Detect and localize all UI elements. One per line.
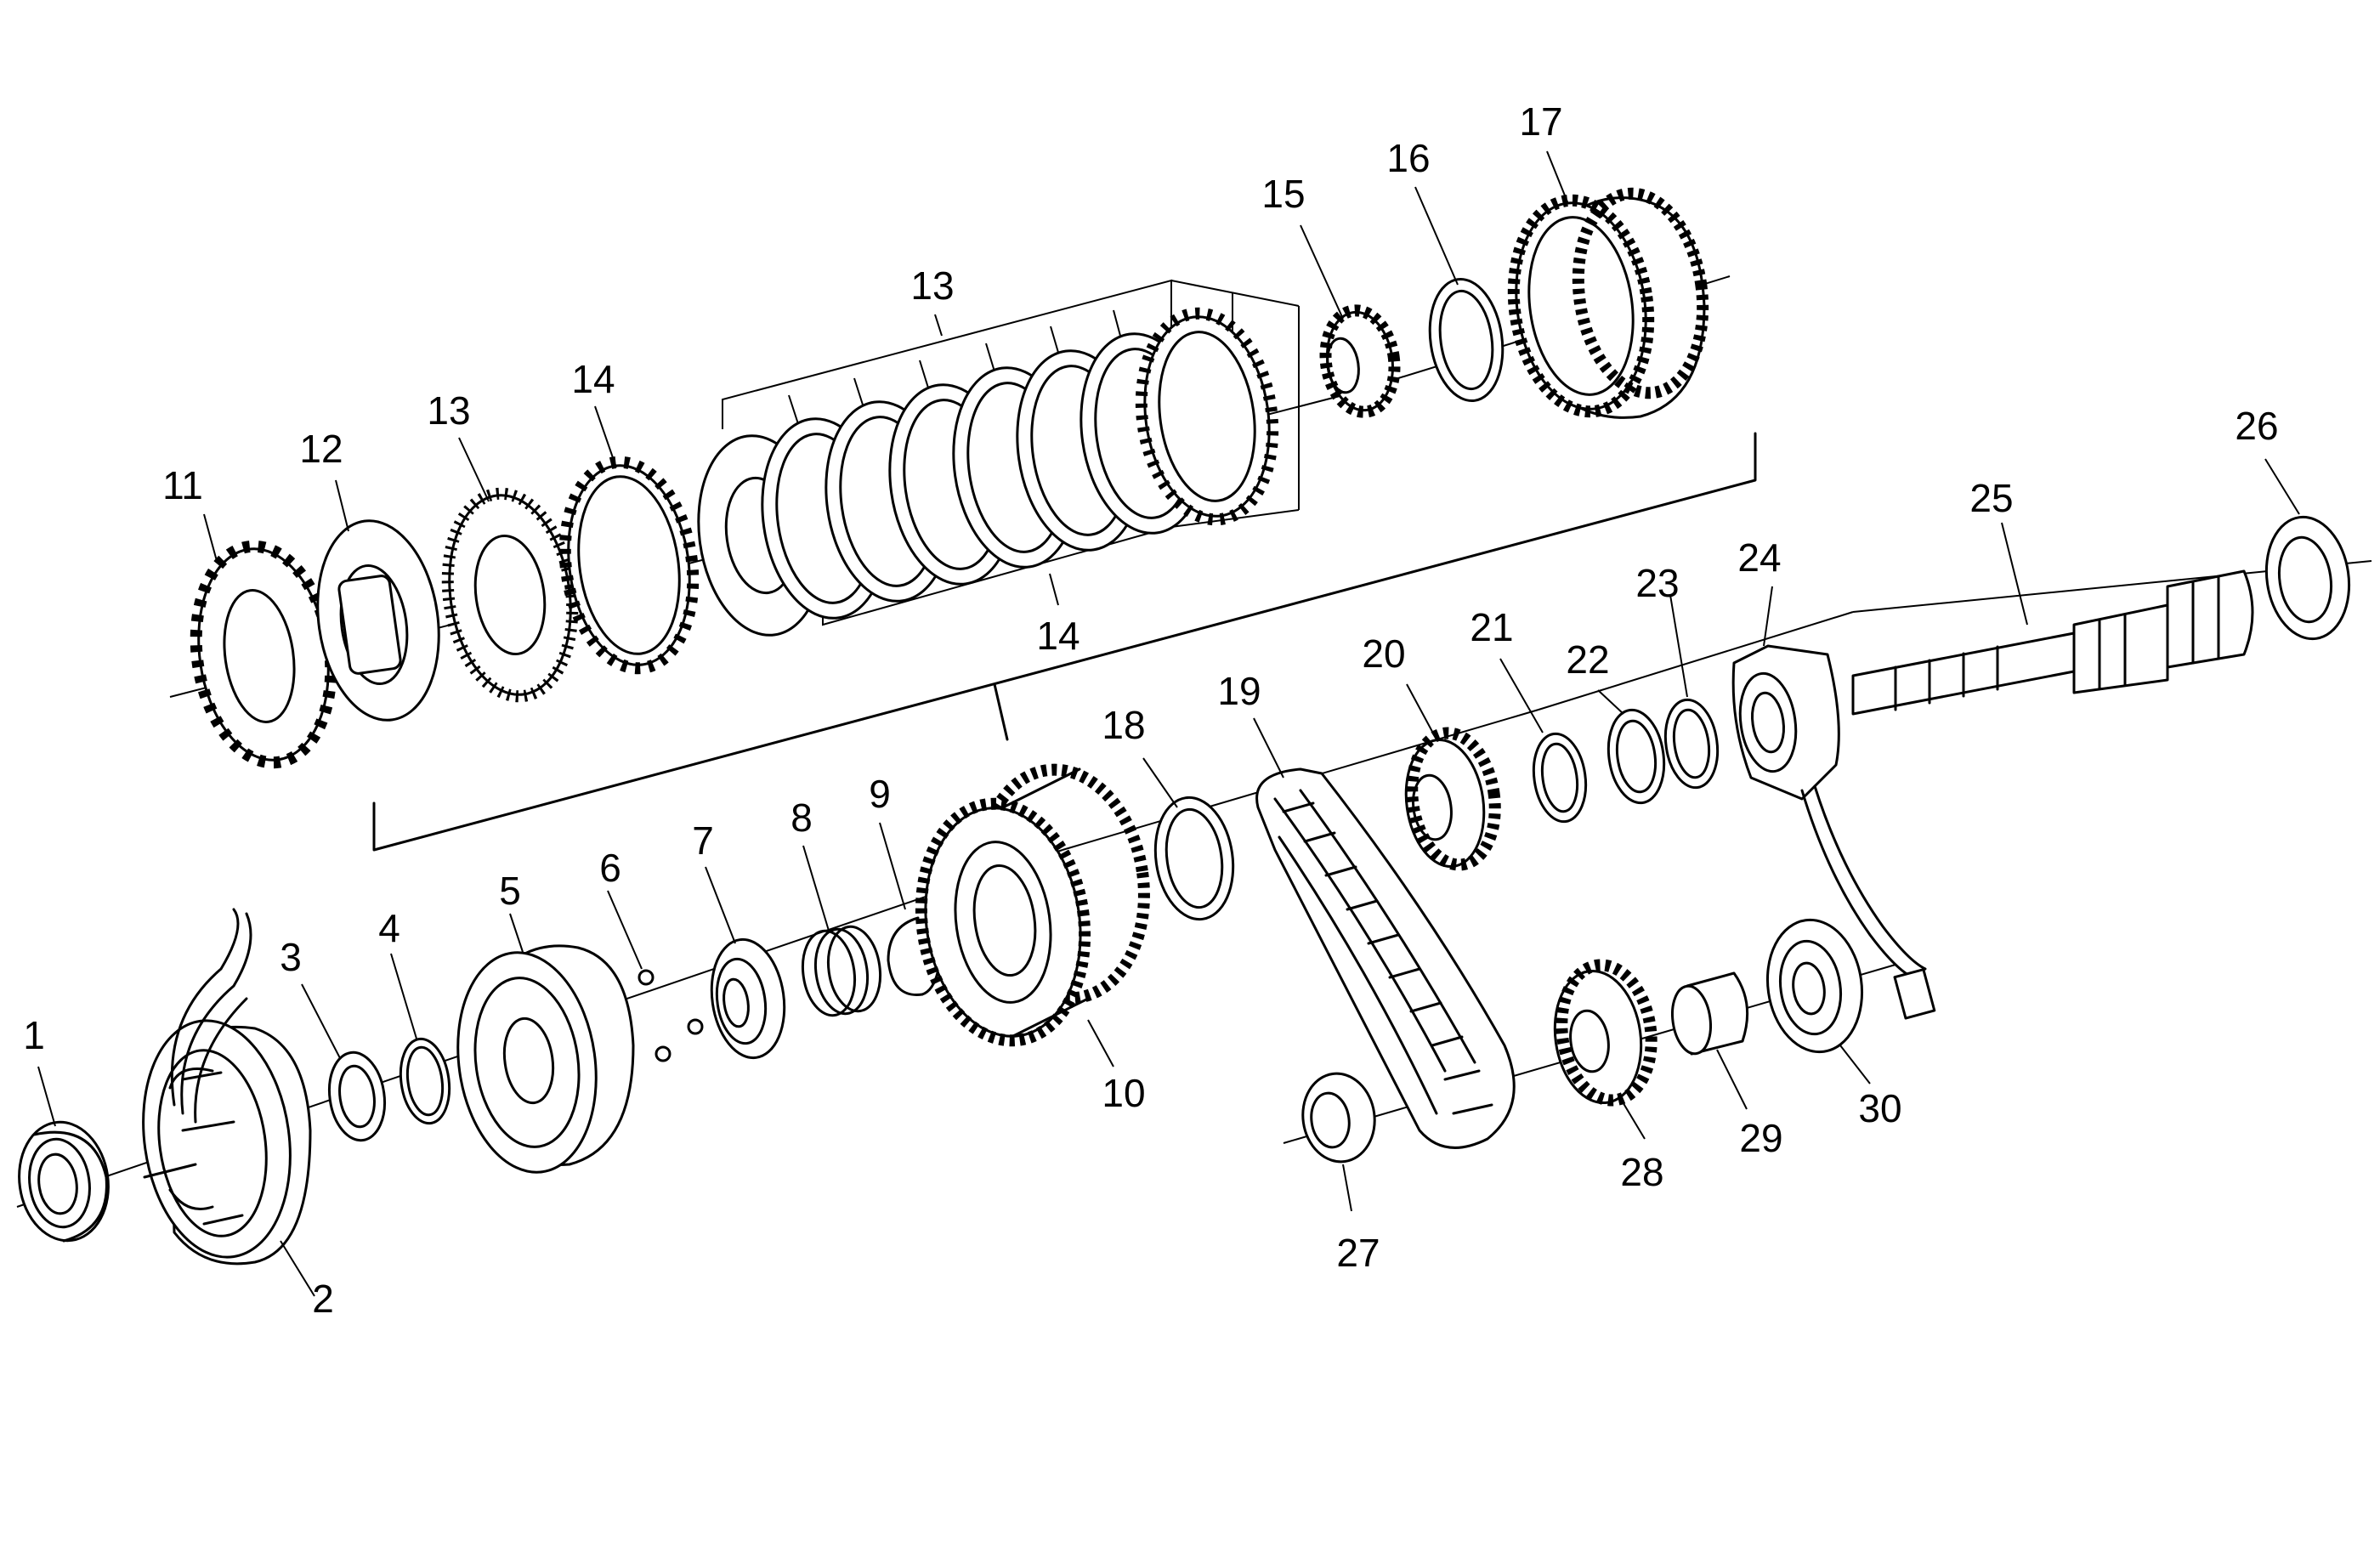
- callout-10: 10: [1102, 1071, 1145, 1115]
- callout-6: 6: [599, 846, 621, 890]
- part-10-sprocket: [915, 763, 1150, 1047]
- part-1-seal: [18, 1120, 110, 1243]
- callout-7: 7: [692, 818, 714, 863]
- callout-17: 17: [1519, 99, 1562, 144]
- callout-14-left: 14: [571, 357, 615, 401]
- chain-links: [1282, 801, 1493, 1115]
- part-3-ring: [327, 1050, 387, 1142]
- part-25-shaft: [1851, 569, 2254, 716]
- callout-8: 8: [790, 796, 813, 840]
- bracket-large: [372, 432, 1757, 852]
- part-29-bushing: [1671, 971, 1749, 1056]
- shaft-splines: [1894, 575, 2220, 711]
- clutch-plate-stack: [697, 307, 1279, 637]
- callout-16: 16: [1386, 136, 1430, 180]
- callout-3: 3: [280, 935, 302, 979]
- callout-26: 26: [2235, 404, 2278, 448]
- callout-5: 5: [499, 869, 521, 913]
- callout-28: 28: [1620, 1150, 1663, 1194]
- part-6-balls: [638, 969, 704, 1062]
- callout-13-left: 13: [427, 388, 470, 433]
- part-18-washer: [1153, 796, 1235, 921]
- part-13-plate-left: [441, 487, 579, 703]
- part-27-bearing: [1301, 1072, 1376, 1164]
- callout-19: 19: [1217, 669, 1261, 713]
- part-4-ring: [399, 1037, 451, 1125]
- part-28-gear: [1553, 959, 1658, 1107]
- callout-12: 12: [299, 427, 343, 471]
- part-21-washer: [1532, 732, 1588, 824]
- part-22-seal: [1606, 708, 1666, 805]
- part-12-hub: [316, 519, 440, 722]
- part-5-drum: [456, 944, 635, 1174]
- callout-14-bottom: 14: [1036, 614, 1080, 658]
- callout-22: 22: [1566, 637, 1609, 682]
- part-30-bearing: [1765, 918, 1864, 1054]
- callout-labels: 1 2 3 4 5 6 7 8 9 10 11 12 13 13 14 14 1…: [23, 99, 2278, 1321]
- part-8-spring: [801, 925, 882, 1017]
- callout-24: 24: [1737, 535, 1781, 580]
- callout-15: 15: [1261, 172, 1305, 216]
- callout-13-top: 13: [910, 263, 954, 308]
- callout-1: 1: [23, 1013, 45, 1057]
- callout-29: 29: [1739, 1116, 1782, 1160]
- part-17-ring-gear: [1507, 187, 1709, 419]
- part-26-bearing: [2264, 515, 2351, 641]
- callout-4: 4: [378, 906, 400, 950]
- callout-30: 30: [1858, 1086, 1901, 1130]
- part-7-retainer: [710, 937, 786, 1060]
- part-15-gear: [1319, 304, 1401, 418]
- callout-9: 9: [869, 772, 891, 816]
- part-14-plate-left: [558, 456, 700, 675]
- part-16-ring: [1428, 277, 1504, 403]
- callout-27: 27: [1336, 1231, 1380, 1275]
- part-20-gear: [1404, 727, 1501, 871]
- callout-23: 23: [1635, 561, 1679, 605]
- callout-20: 20: [1362, 631, 1405, 676]
- part-23-washer: [1663, 698, 1720, 790]
- part-2-housing: [142, 908, 312, 1266]
- callout-2: 2: [312, 1277, 334, 1321]
- part-24-pump: [1731, 644, 1936, 1020]
- part-19-chain: [1255, 767, 1516, 1149]
- leader-lines: [37, 150, 2300, 1297]
- callout-11: 11: [162, 463, 203, 507]
- callout-21: 21: [1470, 605, 1513, 649]
- callout-25: 25: [1969, 476, 2013, 520]
- callout-18: 18: [1102, 703, 1145, 747]
